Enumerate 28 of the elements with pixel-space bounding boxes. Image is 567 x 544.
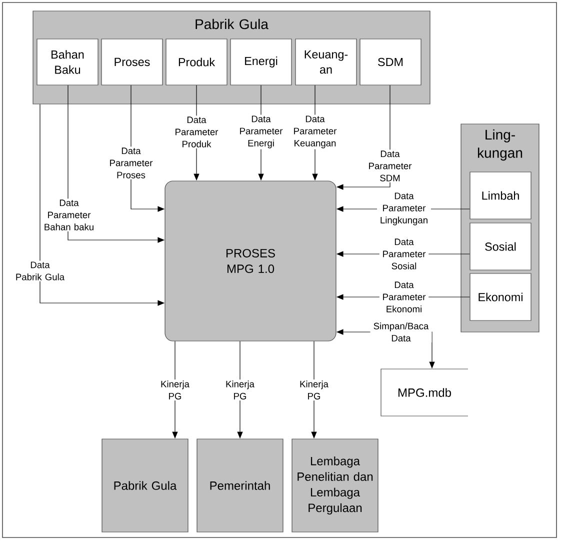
edge-label: Data Parameter Keuangan: [290, 114, 340, 150]
data-store: MPG.mdb: [380, 368, 468, 416]
entity-box: Energi: [230, 38, 292, 86]
edge-label: Data Parameter SDM: [365, 150, 415, 182]
edge-label: Simpan/Baca Data: [370, 322, 432, 342]
edge-label: Data Parameter Produk: [172, 116, 222, 148]
entity-box: Produk: [166, 38, 228, 86]
edge-label: Data Parameter Sosial: [379, 238, 429, 270]
edge-label: Data Parameter Energi: [236, 114, 286, 150]
process-box: PROSES MPG 1.0: [164, 180, 336, 342]
entity-box: Sosial: [470, 222, 532, 270]
edge-label: Data Pabrik Gula: [12, 260, 68, 282]
edge-label: Kinerja PG: [222, 380, 258, 400]
entity-box: Lembaga Penelitian dan Lembaga Pergulaan: [292, 438, 378, 532]
entity-box: Pemerintah: [196, 438, 284, 532]
edge-label: Data Parameter Bahan baku: [41, 198, 97, 232]
entity-box: Proses: [101, 38, 163, 86]
edge-label: Data Parameter Proses: [106, 146, 156, 180]
edge-label: Kinerja PG: [296, 380, 332, 400]
edge-label: Data Parameter Ekonomi: [379, 280, 429, 314]
entity-box: Limbah: [470, 172, 532, 220]
entity-box: SDM: [360, 38, 422, 86]
edge-label: Data Parameter Lingkungan: [377, 192, 431, 226]
entity-box: Bahan Baku: [36, 38, 98, 86]
entity-box: Keuang- an: [295, 38, 357, 86]
edge-label: Kinerja PG: [158, 380, 192, 400]
entity-box: Pabrik Gula: [102, 438, 188, 532]
entity-box: Ekonomi: [470, 273, 532, 321]
